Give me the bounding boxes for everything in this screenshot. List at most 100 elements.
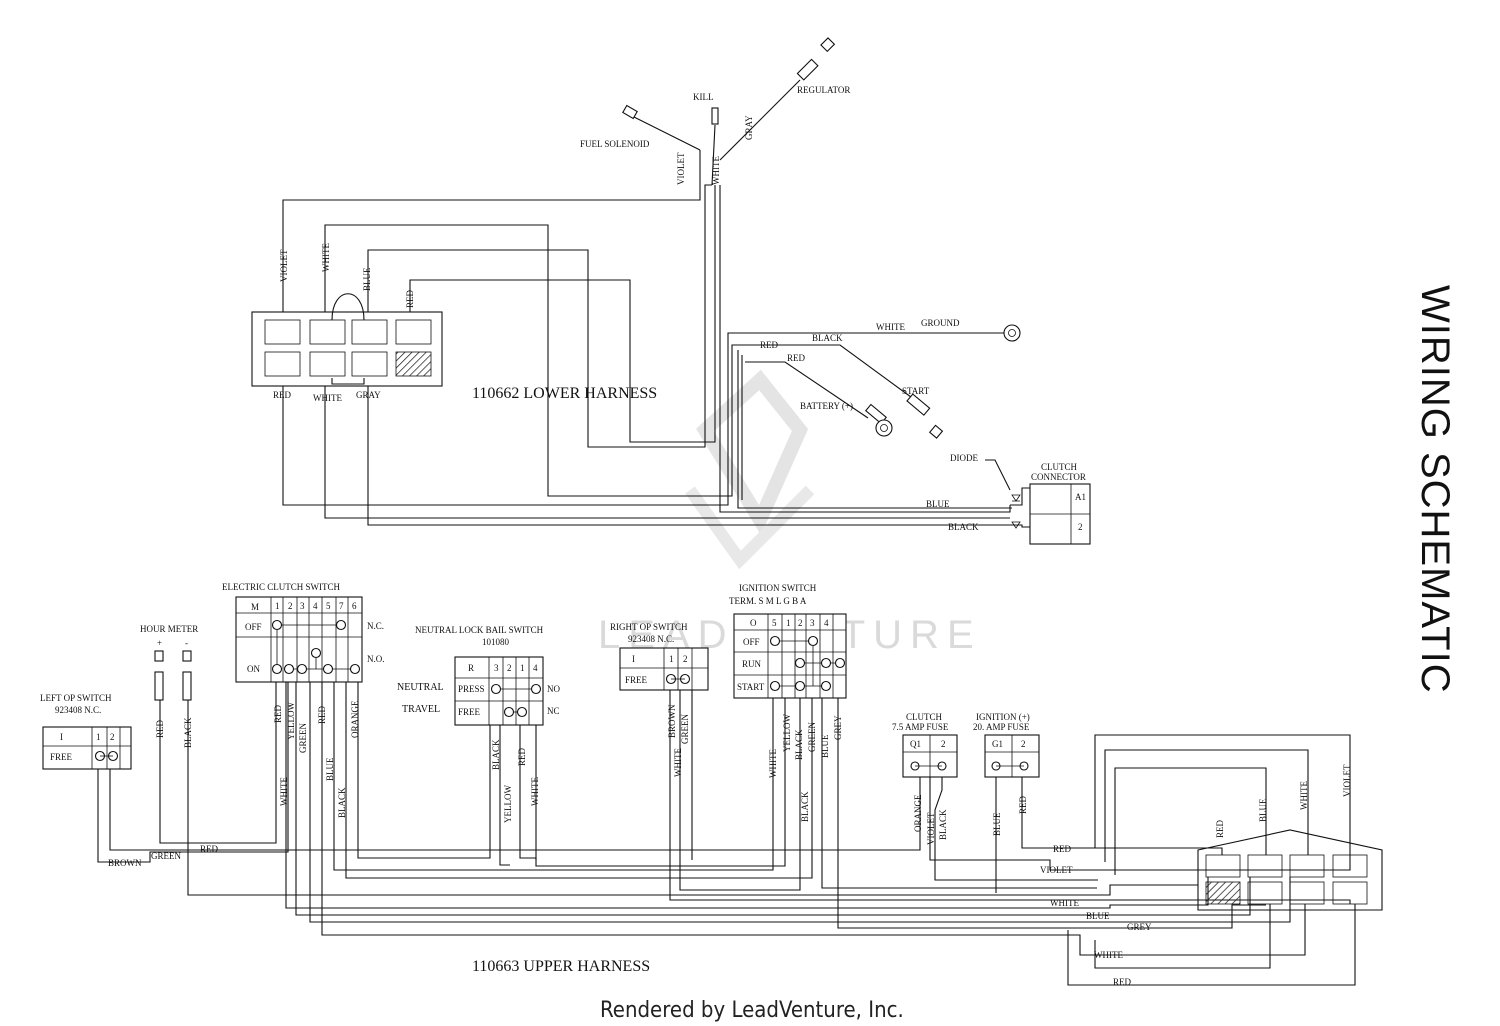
right-op-switch: RIGHT OP SWITCH 923408 N.C. I 1 2 FREE B… — [610, 622, 709, 777]
lower-harness-label: 110662 LOWER HARNESS — [472, 385, 657, 402]
svg-text:2: 2 — [1078, 522, 1083, 532]
neutral-lock-bail-switch: NEUTRAL LOCK BAIL SWITCH 101080 R 3 2 1 … — [397, 625, 560, 823]
clutch-connector: CLUTCH CONNECTOR A1 2 — [1029, 462, 1091, 545]
svg-text:4: 4 — [313, 601, 318, 611]
terminal-wire-gray: GRAY — [744, 115, 754, 140]
svg-text:IGNITION SWITCH: IGNITION SWITCH — [739, 583, 817, 593]
svg-text:RED: RED — [1018, 795, 1028, 814]
terminal-regulator: REGULATOR — [797, 85, 850, 95]
svg-text:BLACK: BLACK — [800, 791, 810, 822]
svg-text:GREY: GREY — [1127, 922, 1152, 932]
svg-text:NC: NC — [547, 706, 560, 716]
svg-text:M: M — [251, 602, 259, 612]
svg-text:RED: RED — [1053, 844, 1072, 854]
svg-text:101080: 101080 — [482, 637, 510, 647]
svg-text:ELECTRIC CLUTCH SWITCH: ELECTRIC CLUTCH SWITCH — [222, 582, 340, 592]
bus-labels: RED GREEN BROWN RED VIOLET WHITE BLUE GR… — [108, 844, 1152, 987]
svg-text:G1: G1 — [992, 739, 1003, 749]
svg-text:BLUE: BLUE — [325, 757, 335, 781]
wire-label-red-1: RED — [760, 340, 779, 350]
svg-text:TRAVEL: TRAVEL — [402, 704, 440, 715]
svg-text:BLACK: BLACK — [337, 787, 347, 818]
svg-text:1: 1 — [275, 601, 280, 611]
svg-text:BROWN: BROWN — [108, 858, 142, 868]
svg-text:FREE: FREE — [625, 675, 648, 685]
svg-text:3: 3 — [300, 601, 305, 611]
ignition-fuse: IGNITION (+) 20. AMP FUSE G1 2 BLUE RED — [973, 712, 1040, 836]
svg-text:RUN: RUN — [742, 659, 762, 669]
svg-text:ORANGE: ORANGE — [913, 794, 923, 832]
svg-text:2: 2 — [683, 654, 688, 664]
svg-text:-: - — [185, 638, 188, 648]
svg-text:RED: RED — [273, 704, 283, 723]
svg-text:GREEN: GREEN — [298, 723, 308, 753]
svg-text:GREEN: GREEN — [151, 851, 181, 861]
svg-text:2: 2 — [1021, 739, 1026, 749]
svg-text:CONNECTOR: CONNECTOR — [1031, 472, 1086, 482]
svg-text:IGNITION (+): IGNITION (+) — [976, 712, 1030, 722]
jumper-loop — [331, 293, 365, 321]
terminal-wire-white: WHITE — [711, 156, 721, 185]
svg-text:PRESS: PRESS — [458, 684, 485, 694]
svg-text:WHITE: WHITE — [530, 777, 540, 806]
svg-text:923408 N.C.: 923408 N.C. — [628, 634, 674, 644]
svg-text:YELLOW: YELLOW — [503, 785, 513, 823]
svg-text:RIGHT OP SWITCH: RIGHT OP SWITCH — [610, 622, 688, 632]
svg-text:20. AMP FUSE: 20. AMP FUSE — [973, 722, 1030, 732]
svg-text:TERM. S M L G B A: TERM. S M L G B A — [729, 596, 807, 606]
svg-text:BLACK: BLACK — [491, 739, 501, 770]
svg-text:1: 1 — [96, 732, 101, 742]
svg-text:OFF: OFF — [743, 637, 760, 647]
svg-text:START: START — [737, 682, 765, 692]
svg-text:WHITE: WHITE — [673, 748, 683, 777]
wire-label-violet: VIOLET — [279, 249, 289, 282]
svg-text:FREE: FREE — [458, 707, 481, 717]
left-op-switch: LEFT OP SWITCH 923408 N.C. I 1 2 FREE — [40, 693, 132, 770]
svg-text:NEUTRAL: NEUTRAL — [397, 682, 444, 693]
svg-text:1: 1 — [786, 618, 791, 628]
ignition-switch: IGNITION SWITCH TERM. S M L G B A O 5 1 … — [729, 583, 847, 822]
svg-text:923408 N.C.: 923408 N.C. — [55, 705, 101, 715]
svg-text:7: 7 — [339, 601, 344, 611]
svg-text:4: 4 — [824, 618, 829, 628]
svg-text:5: 5 — [326, 601, 331, 611]
svg-text:6: 6 — [352, 601, 357, 611]
svg-text:4: 4 — [533, 663, 538, 673]
svg-text:BLUE: BLUE — [992, 812, 1002, 836]
svg-text:R: R — [468, 663, 474, 673]
clutch-fuse: CLUTCH 7.5 AMP FUSE Q1 2 ORANGE VIOLET B… — [892, 712, 958, 845]
svg-text:ORANGE: ORANGE — [350, 700, 360, 738]
svg-text:BLUE: BLUE — [820, 734, 830, 758]
svg-text:OFF: OFF — [245, 622, 262, 632]
lower-harness: VIOLET WHITE BLUE RED RED WHITE GRAY FUE… — [251, 37, 1091, 545]
svg-text:WHITE: WHITE — [279, 777, 289, 806]
svg-text:YELLOW: YELLOW — [286, 702, 296, 740]
wire-label-red-2: RED — [787, 353, 806, 363]
svg-text:YELLOW: YELLOW — [782, 714, 792, 752]
wire-label-red-bottom: RED — [273, 390, 292, 400]
page-title: WIRING SCHEMATIC — [1413, 285, 1457, 694]
svg-text:2: 2 — [798, 618, 803, 628]
wire-label-white-bottom: WHITE — [313, 393, 342, 403]
wire-label-black-lower: BLACK — [948, 522, 979, 532]
upper-harness-wires — [97, 682, 1356, 986]
svg-text:5: 5 — [772, 618, 777, 628]
wire-label-white: WHITE — [321, 243, 331, 272]
electric-clutch-switch: ELECTRIC CLUTCH SWITCH M 1 2 3 4 5 7 6 O… — [222, 582, 385, 818]
svg-text:1: 1 — [520, 663, 525, 673]
svg-text:ON: ON — [247, 664, 260, 674]
svg-text:NEUTRAL LOCK BAIL SWITCH: NEUTRAL LOCK BAIL SWITCH — [415, 625, 544, 635]
terminal-kill: KILL — [693, 92, 714, 102]
svg-text:3: 3 — [810, 618, 815, 628]
svg-text:VIOLET: VIOLET — [1040, 865, 1073, 875]
upper-harness-label: 110663 UPPER HARNESS — [472, 958, 650, 975]
svg-text:BLACK: BLACK — [938, 809, 948, 840]
svg-text:3: 3 — [494, 663, 499, 673]
svg-text:RED: RED — [200, 844, 219, 854]
svg-text:I: I — [632, 654, 635, 664]
svg-text:GREEN: GREEN — [680, 714, 690, 744]
terminal-wire-violet: VIOLET — [676, 152, 686, 185]
svg-text:HOUR METER: HOUR METER — [140, 624, 198, 634]
svg-text:VIOLET: VIOLET — [1342, 764, 1352, 797]
svg-text:WHITE: WHITE — [1050, 898, 1079, 908]
